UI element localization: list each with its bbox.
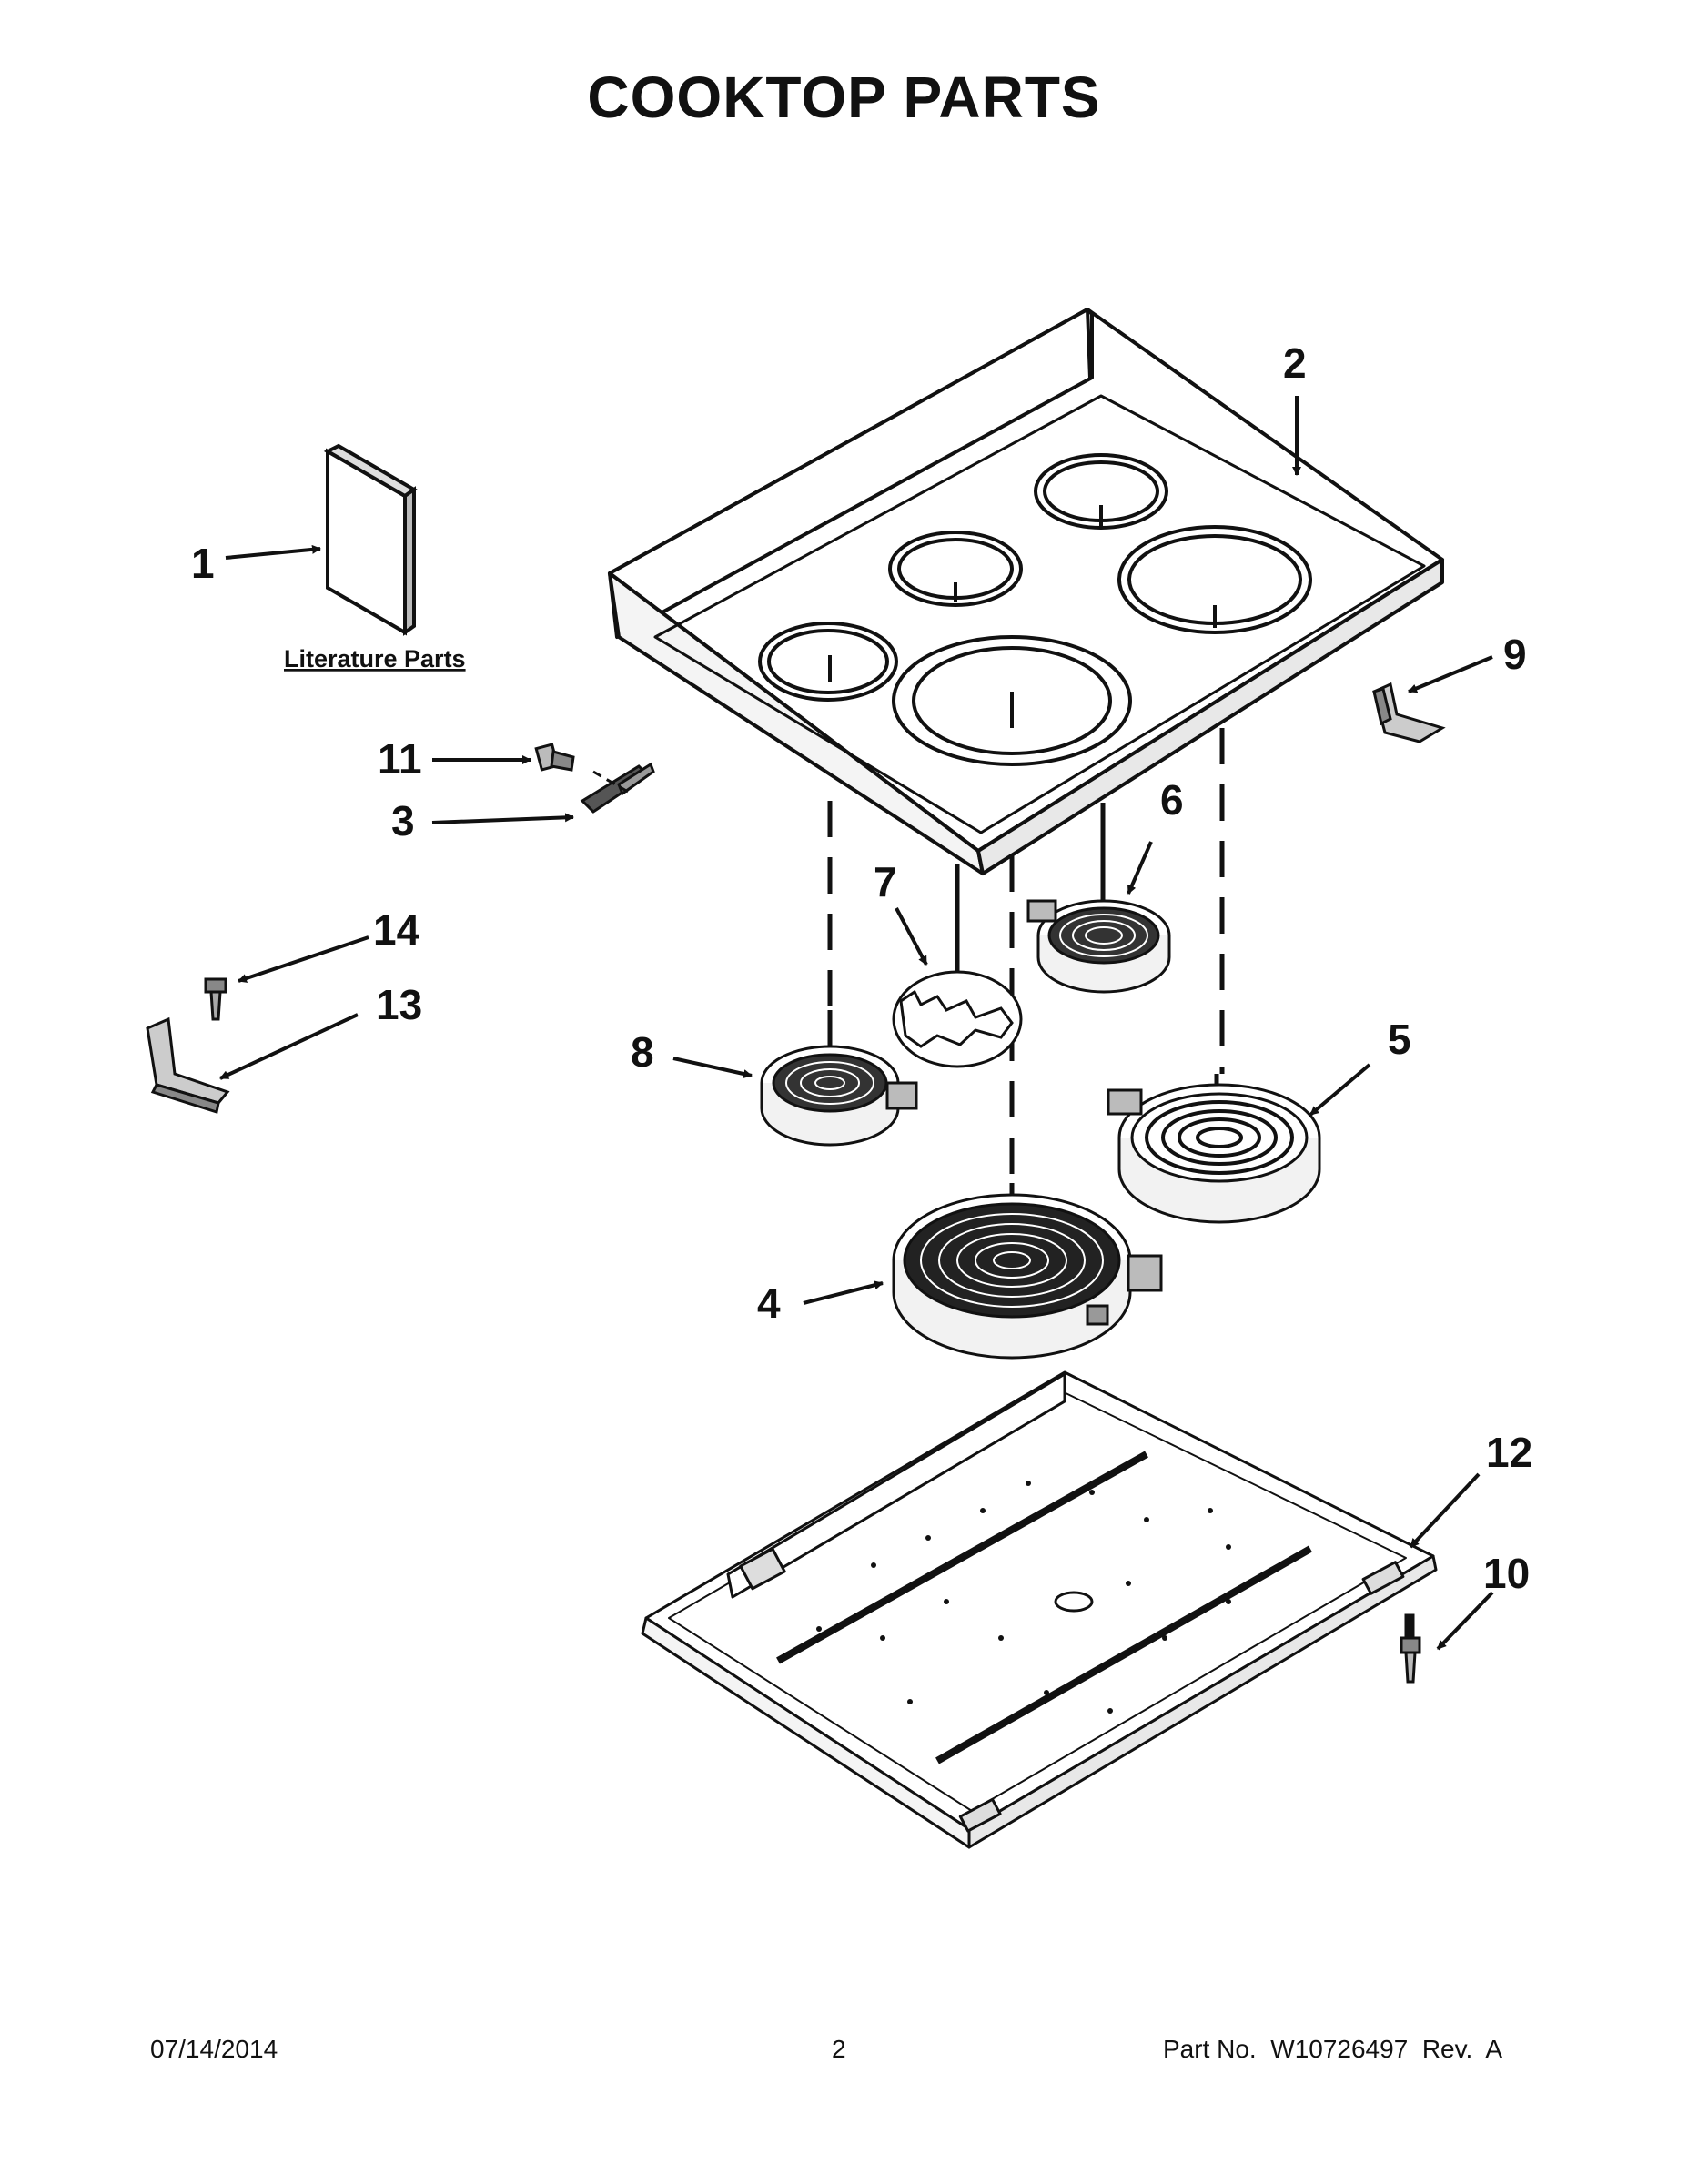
callout-7: 7 bbox=[874, 858, 897, 905]
literature-parts-label: Literature Parts bbox=[284, 645, 466, 672]
callout-13: 13 bbox=[376, 981, 422, 1028]
callout-8: 8 bbox=[631, 1028, 654, 1076]
element-part-6 bbox=[1026, 899, 1171, 994]
screw-part-11 bbox=[534, 743, 575, 772]
element-part-5 bbox=[1107, 1083, 1321, 1224]
callout-14: 14 bbox=[373, 906, 420, 954]
callout-3: 3 bbox=[391, 797, 415, 844]
callout-11: 11 bbox=[378, 735, 422, 783]
cooktop-glass-top bbox=[608, 308, 1444, 875]
footer-date: 07/14/2014 bbox=[150, 2035, 278, 2063]
footer-page-number: 2 bbox=[832, 2035, 846, 2063]
callout-10: 10 bbox=[1483, 1550, 1530, 1597]
insulation-part-7 bbox=[892, 970, 1023, 1068]
callout-6: 6 bbox=[1160, 776, 1184, 824]
page-title: COOKTOP PARTS bbox=[587, 65, 1101, 130]
clip-part-9 bbox=[1372, 682, 1446, 743]
callout-arrows bbox=[219, 396, 1494, 1651]
callout-9: 9 bbox=[1503, 631, 1527, 678]
callout-4: 4 bbox=[757, 1279, 781, 1327]
cooktop-burner-markings bbox=[758, 453, 1312, 766]
callout-5: 5 bbox=[1388, 1016, 1411, 1063]
bracket-part-3 bbox=[580, 762, 655, 814]
bracket-part-13 bbox=[146, 1016, 230, 1114]
element-part-4 bbox=[892, 1193, 1163, 1360]
support-pan-part-12 bbox=[641, 1370, 1438, 1849]
callout-1: 1 bbox=[191, 540, 215, 587]
callout-12: 12 bbox=[1486, 1429, 1532, 1476]
footer-part-number: Part No. W10726497 Rev. A bbox=[1163, 2035, 1503, 2063]
screw-part-10 bbox=[1400, 1613, 1421, 1684]
screw-part-14 bbox=[204, 977, 227, 1021]
literature-booklet bbox=[323, 443, 418, 636]
callout-2: 2 bbox=[1283, 339, 1307, 387]
element-part-8 bbox=[760, 1045, 918, 1147]
